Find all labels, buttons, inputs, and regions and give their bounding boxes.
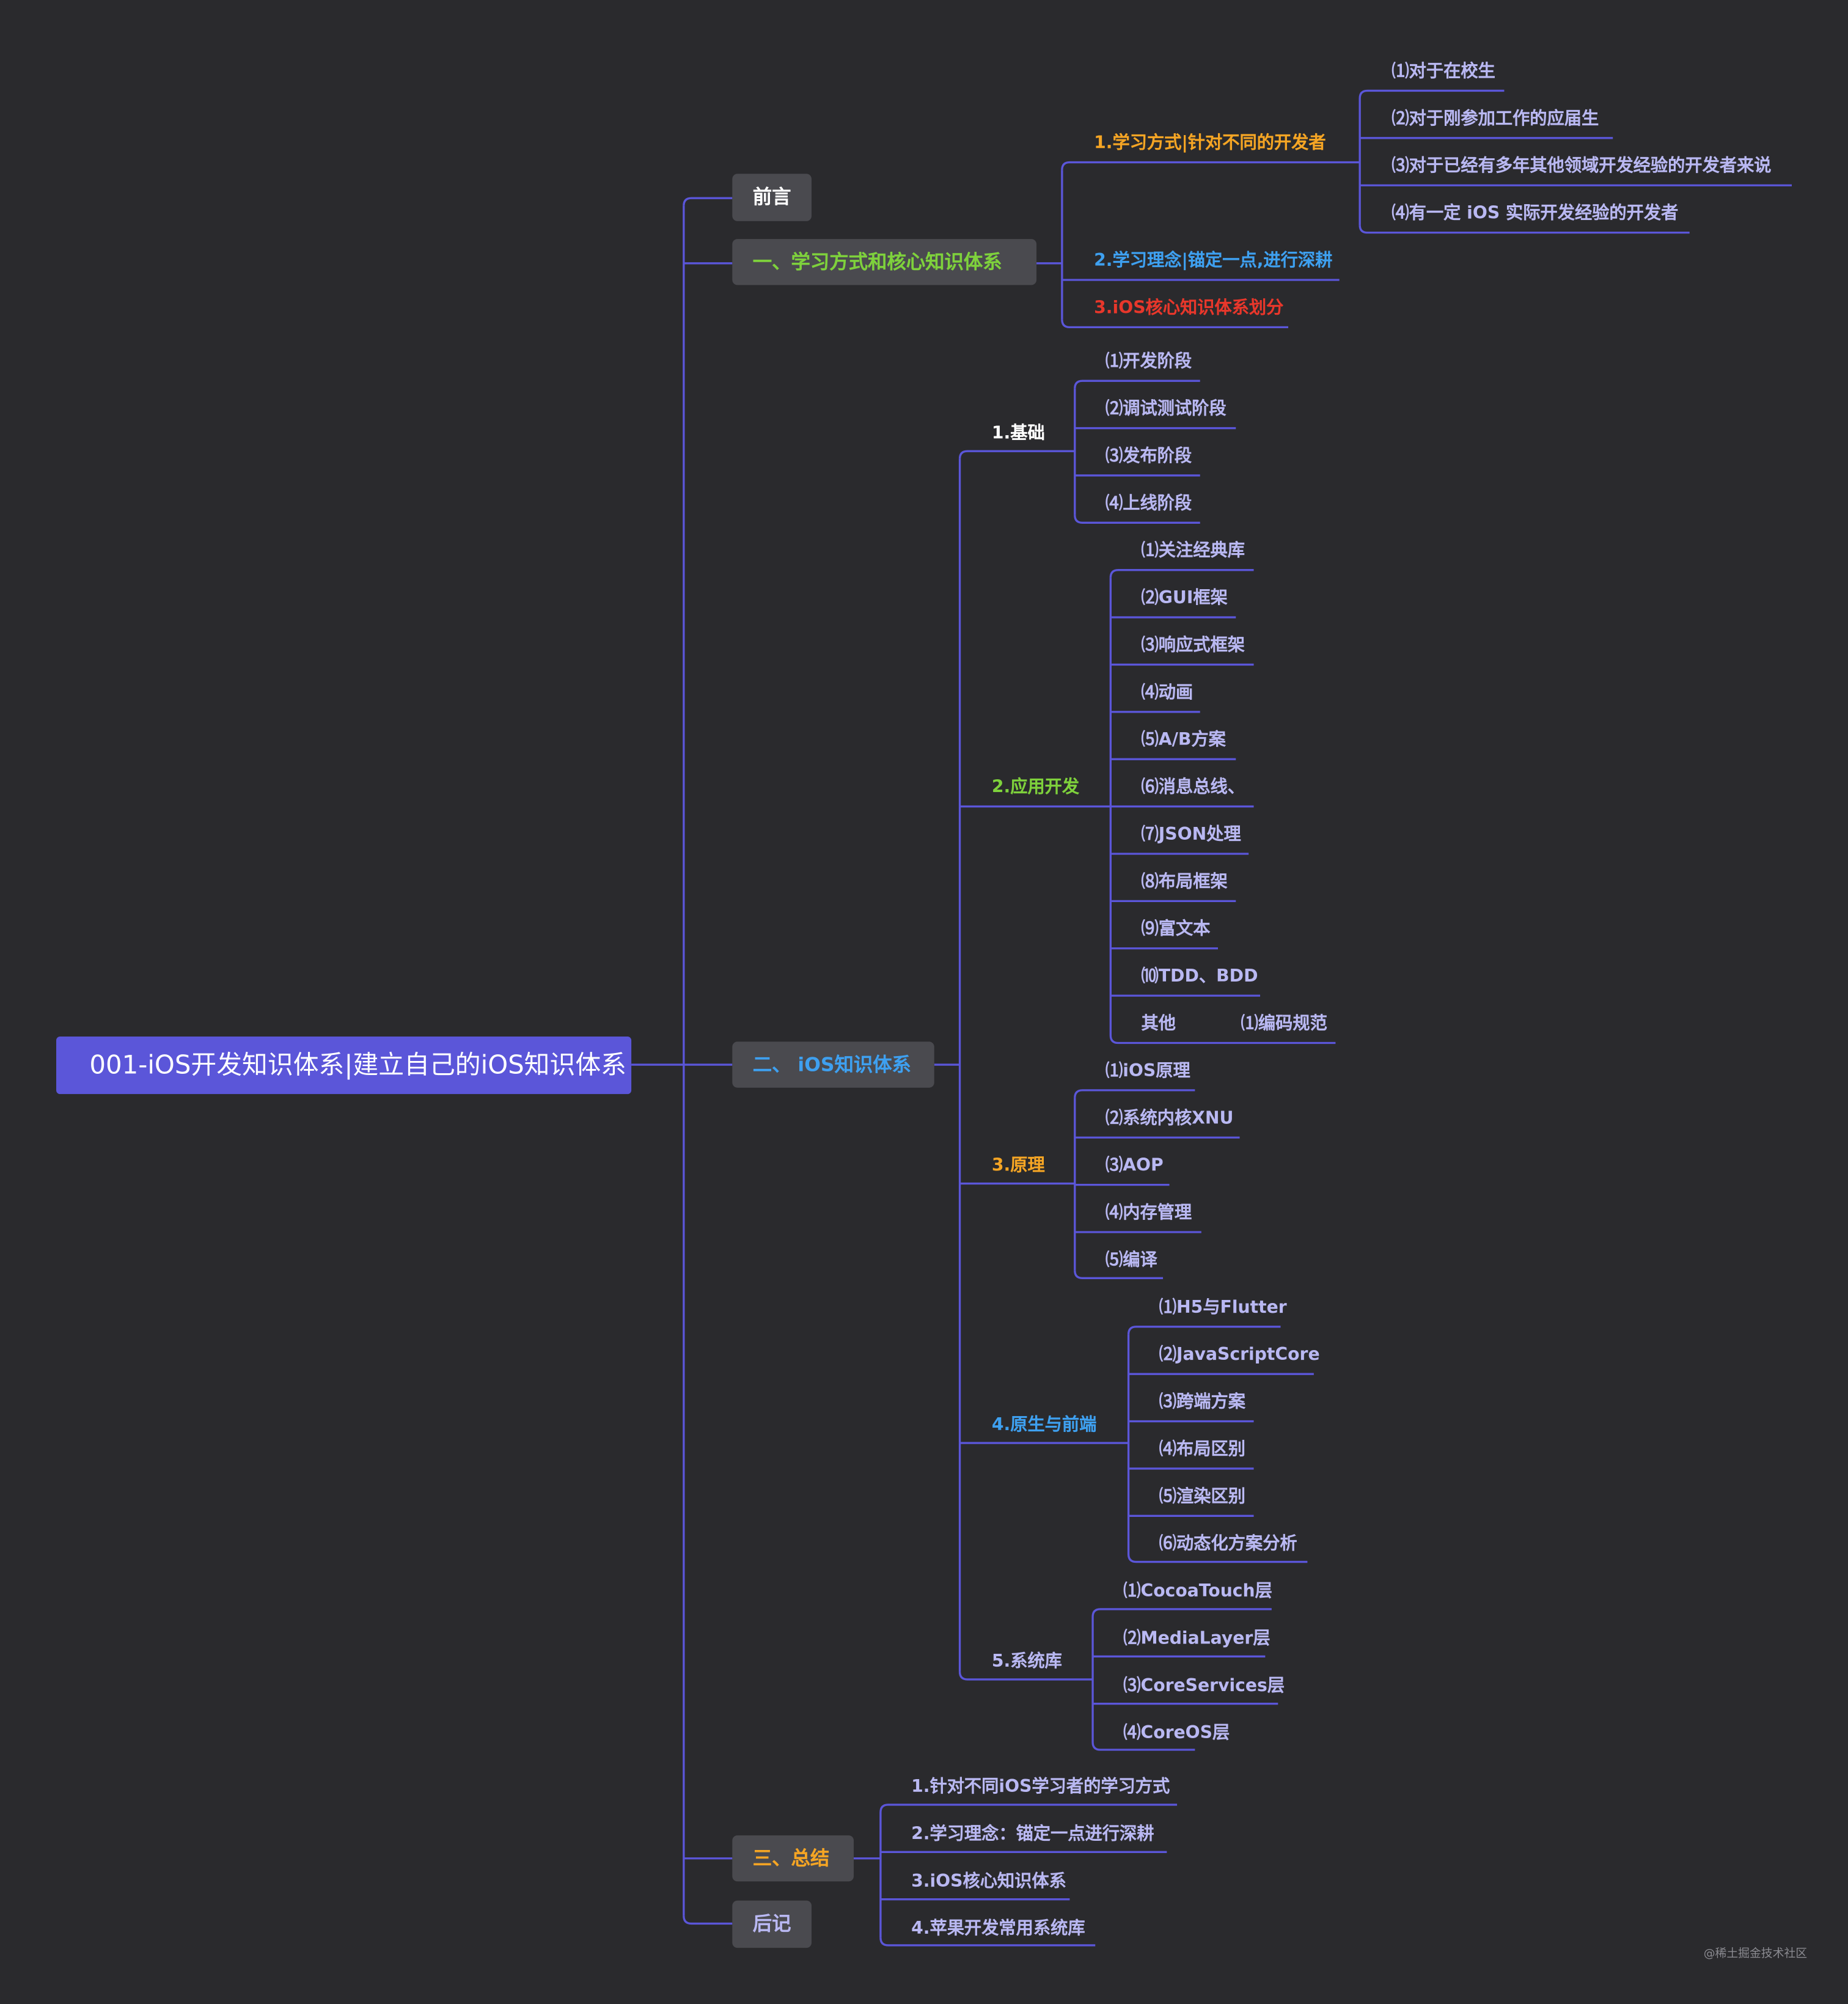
leaf-students[interactable]: ⑴对于在校生 [1392,61,1495,82]
leaf-coreos[interactable]: ⑷CoreOS层 [1123,1723,1230,1744]
leaf-layout-diff[interactable]: ⑷布局区别 [1159,1439,1245,1460]
appdev-branch [1109,1035,1336,1044]
s2-branch [958,450,1075,459]
leaf-json[interactable]: ⑺JSON处理 [1141,824,1241,845]
section-summary[interactable]: 三、总结 [732,1835,854,1882]
summary-item-1[interactable]: 1.针对不同iOS学习者的学习方式 [911,1776,1170,1797]
principles-branch [1074,1089,1195,1098]
s1-branch [1061,319,1289,329]
section-preface[interactable]: 前言 [732,174,812,221]
native-branch [1127,1326,1281,1335]
leaf-debug-stage[interactable]: ⑵调试测试阶段 [1105,398,1226,419]
leaf-dynamic[interactable]: ⑹动态化方案分析 [1159,1533,1297,1555]
leaf-ab-testing[interactable]: ⑸A/B方案 [1141,730,1226,751]
leaf-xnu[interactable]: ⑵系统内核XNU [1105,1108,1234,1129]
s3-branch [879,1937,1096,1947]
principles-branch [1074,1270,1164,1279]
leaf-graduates[interactable]: ⑵对于刚参加工作的应届生 [1392,108,1599,130]
root-node[interactable]: 001-iOS开发知识体系|建立自己的iOS知识体系 [56,1037,632,1095]
s1-1-branch [1358,224,1690,234]
leaf-online-stage[interactable]: ⑷上线阶段 [1105,493,1192,514]
leaf-tdd-bdd[interactable]: ⑽TDD、BDD [1141,966,1258,987]
s2-basics[interactable]: 1.基础 [991,423,1045,444]
leaf-aop[interactable]: ⑶AOP [1105,1155,1164,1176]
basics-branch [1074,380,1200,389]
leaf-h5-flutter[interactable]: ⑴H5与Flutter [1159,1297,1287,1318]
s1-core-system[interactable]: 3.iOS核心知识体系划分 [1094,298,1284,318]
leaf-cocoatouch[interactable]: ⑴CocoaTouch层 [1123,1580,1272,1602]
basics-branch [1074,515,1200,524]
s1-branch [1061,161,1360,171]
s1-1-branch [1358,89,1505,99]
section-postscript[interactable]: 后记 [732,1900,812,1948]
section-ios-knowledge[interactable]: 二、 iOS知识体系 [732,1041,934,1088]
s2-system-libs[interactable]: 5.系统库 [991,1651,1062,1672]
summary-item-4[interactable]: 4.苹果开发常用系统库 [911,1918,1085,1939]
leaf-cross-platform[interactable]: ⑶跨端方案 [1159,1392,1245,1412]
main-branch [683,197,733,206]
s2-principles[interactable]: 3.原理 [991,1155,1045,1176]
leaf-medialayer[interactable]: ⑵MediaLayer层 [1123,1628,1270,1649]
leaf-message-bus[interactable]: ⑹消息总线、 [1141,777,1245,798]
leaf-coding-standard[interactable]: ⑴编码规范 [1241,1013,1327,1034]
leaf-ios-principle[interactable]: ⑴iOS原理 [1105,1060,1190,1082]
s2-branch [958,1672,1093,1681]
leaf-jscore[interactable]: ⑵JavaScriptCore [1159,1345,1320,1365]
leaf-coreservices[interactable]: ⑶CoreServices层 [1123,1675,1285,1697]
syslib-branch [1091,1742,1195,1751]
leaf-compile[interactable]: ⑸编译 [1105,1250,1157,1271]
appdev-branch [1109,569,1254,578]
s1-learning-concept[interactable]: 2.学习理念|锚定一点,进行深耕 [1094,250,1333,271]
main-branch [683,1915,733,1925]
syslib-branch [1091,1608,1272,1617]
leaf-dev-stage[interactable]: ⑴开发阶段 [1105,351,1192,372]
leaf-classic-libs[interactable]: ⑴关注经典库 [1141,540,1245,562]
section-learning-method[interactable]: 一、学习方式和核心知识体系 [732,239,1037,285]
leaf-experienced-ios[interactable]: ⑷有一定 iOS 实际开发经验的开发者 [1392,203,1679,224]
leaf-memory[interactable]: ⑷内存管理 [1105,1202,1192,1224]
leaf-other[interactable]: 其他 [1141,1013,1176,1034]
leaf-gui-framework[interactable]: ⑵GUI框架 [1141,587,1228,609]
leaf-release-stage[interactable]: ⑶发布阶段 [1105,446,1192,467]
leaf-render-diff[interactable]: ⑸渲染区别 [1159,1486,1245,1507]
leaf-experienced-other[interactable]: ⑶对于已经有多年其他领域开发经验的开发者来说 [1392,156,1772,177]
summary-item-3[interactable]: 3.iOS核心知识体系 [911,1871,1066,1892]
leaf-animation[interactable]: ⑷动画 [1141,682,1194,703]
leaf-layout-framework[interactable]: ⑻布局框架 [1141,872,1228,892]
s2-app-dev[interactable]: 2.应用开发 [991,777,1080,798]
watermark: @稀土掘金技术社区 [1703,1948,1808,1961]
leaf-rich-text[interactable]: ⑼富文本 [1141,919,1211,940]
summary-item-2[interactable]: 2.学习理念：锚定一点进行深耕 [911,1824,1154,1844]
s2-native-frontend[interactable]: 4.原生与前端 [991,1415,1097,1436]
leaf-reactive-framework[interactable]: ⑶响应式框架 [1141,635,1245,656]
s3-branch [879,1804,1178,1813]
native-branch [1127,1554,1308,1563]
s1-learning-method[interactable]: 1.学习方式|针对不同的开发者 [1094,133,1326,153]
